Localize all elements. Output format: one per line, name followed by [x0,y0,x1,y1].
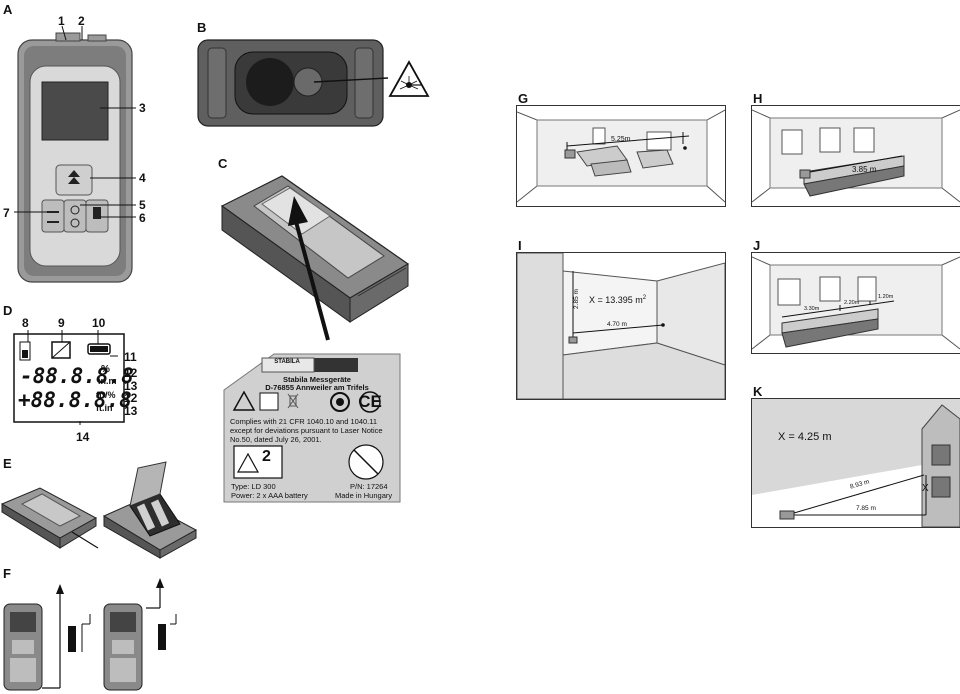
section-label-g: G [518,91,529,106]
callout-7: 7 [3,206,10,220]
label-power: Power: 2 x AAA battery [231,491,308,500]
device-front-illustration [14,25,136,283]
panel-h: 3.85 m [751,105,960,207]
section-label-j: J [753,238,761,253]
reference-point-illustration [3,578,177,691]
panel-j: 3.30m 2.20m 1.20m [751,252,960,354]
callout-13b: 13 [124,404,138,418]
label-laser-class: 2 [262,448,271,465]
section-label-d: D [3,303,13,318]
lcd-display-outline [13,330,125,425]
callout-9: 9 [58,316,65,330]
lcd-line-2: +88.8.8.8 [18,388,132,412]
outdoor-scene-k [752,399,960,527]
callout-12b: 12 [124,391,138,405]
panel-k: X = 4.25 m 8.93 m 7.85 m X [751,398,960,528]
g-distance-label: 5.25m [611,136,631,143]
room-scene-g [517,109,725,203]
laser-warning-icon [390,62,430,98]
lcd-line-1: -88.8.8.8 [20,364,134,388]
approval-mark-icon [328,390,352,414]
lcd-unit-1b: in.m [98,376,117,386]
callout-6: 6 [139,211,146,225]
laser-warning-triangle-icon [226,394,264,416]
crossed-bin-icon [286,394,306,414]
label-type: Type: LD 300 [231,482,276,491]
i-formula-value: X = 13.395 m [589,295,643,305]
section-label-e: E [3,456,12,471]
product-label-background [223,353,401,503]
section-label-k: K [753,384,763,399]
lcd-unit-2a: ft²/% [96,390,116,400]
section-label-a: A [3,2,13,17]
label-address: D-76855 Annweiler am Trifels [265,383,369,392]
k-base-label: 7.85 m [856,505,876,512]
section-label-c: C [218,156,228,171]
k-result-label: X = 4.25 m [778,431,832,443]
callout-3: 3 [139,101,146,115]
eye-protection-icon [262,394,282,414]
callout-10: 10 [92,316,106,330]
label-made-in: Made in Hungary [335,491,393,500]
device-back-illustration [220,175,410,341]
callout-5: 5 [139,198,146,212]
panel-i: 2.85 m X = 13.395 m2 4.70 m [516,252,726,400]
i-formula-exponent: 2 [642,295,647,301]
room-scene-j [752,256,960,350]
callout-14: 14 [76,430,90,444]
callout-2: 2 [78,14,85,28]
j-distance-1: 3.30m [804,306,820,312]
i-height-label: 2.85 m [572,289,580,309]
room-scene-i [517,253,725,399]
label-part-number: P/N: 17264 [350,482,388,491]
k-unknown-label: X [922,483,929,494]
callout-11: 11 [124,350,137,364]
callout-8: 8 [22,316,29,330]
lcd-unit-1a: % [101,364,110,375]
label-maker: Stabila Messgeräte [283,375,351,384]
callout-1: 1 [58,14,65,28]
h-distance-label: 3.85 m [852,165,877,174]
no-stare-icon [350,446,380,476]
j-distance-2: 2.20m [844,300,860,306]
label-brand: STABILA [274,359,300,365]
i-width-label: 4.70 m [607,321,627,328]
callout-13a: 13 [124,379,138,393]
callout-4: 4 [139,171,146,185]
section-label-h: H [753,91,763,106]
panel-g: 5.25m [516,105,726,207]
room-scene-h [752,109,960,203]
device-top-illustration [197,39,430,127]
callout-12a: 12 [124,366,138,380]
label-compliance-text: Complies with 21 CFR 1040.10 and 1040.11… [230,417,383,444]
i-formula-label: X = 13.395 m2 [589,295,646,305]
battery-compartment-illustration [0,461,198,559]
section-label-f: F [3,566,11,581]
section-label-i: I [518,238,522,253]
ce-mark-icon: CE [358,392,382,411]
j-distance-3: 1.20m [878,294,894,300]
lcd-unit-2b: ft.in [96,403,113,413]
section-label-b: B [197,20,207,35]
